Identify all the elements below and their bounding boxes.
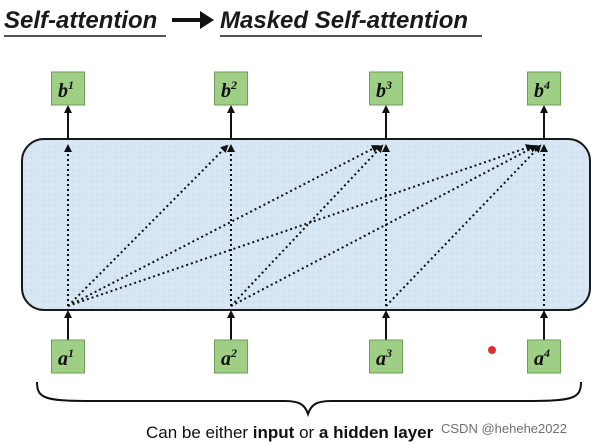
input-node-a4: a4: [527, 339, 561, 374]
node-label: b2: [221, 78, 237, 102]
node-box: [369, 71, 403, 106]
connection-a1-to-b4: [67, 144, 534, 307]
title-masked-self-attention: Masked Self-attention: [220, 7, 468, 34]
node-box: [369, 339, 403, 374]
node-box: [214, 339, 248, 374]
title-group: Self-attention Masked Self-attention: [4, 7, 482, 37]
node-label: a3: [376, 346, 392, 370]
output-nodes: b1 b2 b3 b4: [51, 71, 561, 106]
connection-a2-to-b3: [230, 144, 384, 307]
node-label: b3: [376, 78, 392, 102]
node-box: [527, 339, 561, 374]
connection-a1-to-b3: [67, 145, 380, 307]
input-node-a3: a3: [369, 339, 403, 374]
output-node-b2: b2: [214, 71, 248, 106]
node-label: a2: [221, 346, 237, 370]
title-arrow-icon: [200, 11, 214, 29]
input-nodes: a1 a2 a3 a4: [51, 339, 561, 374]
attention-connections: [64, 144, 548, 307]
node-label: b4: [534, 78, 550, 102]
output-node-b1: b1: [51, 71, 85, 106]
node-box: [527, 71, 561, 106]
watermark: CSDN @hehehe2022: [441, 421, 567, 436]
node-label: a1: [58, 346, 74, 370]
cursor-marker-dot: [488, 346, 496, 354]
node-box: [51, 71, 85, 106]
output-node-b3: b3: [369, 71, 403, 106]
caption: Can be either input or a hidden layer: [146, 423, 434, 442]
input-node-a1: a1: [51, 339, 85, 374]
title-self-attention: Self-attention: [4, 7, 157, 34]
node-label: a4: [534, 346, 550, 370]
node-label: b1: [58, 78, 74, 102]
node-box: [51, 339, 85, 374]
io-arrows: [64, 105, 548, 340]
node-box: [214, 71, 248, 106]
input-node-a2: a2: [214, 339, 248, 374]
curly-brace: [36, 381, 582, 418]
output-node-b4: b4: [527, 71, 561, 106]
connection-a3-to-b4: [385, 144, 542, 307]
